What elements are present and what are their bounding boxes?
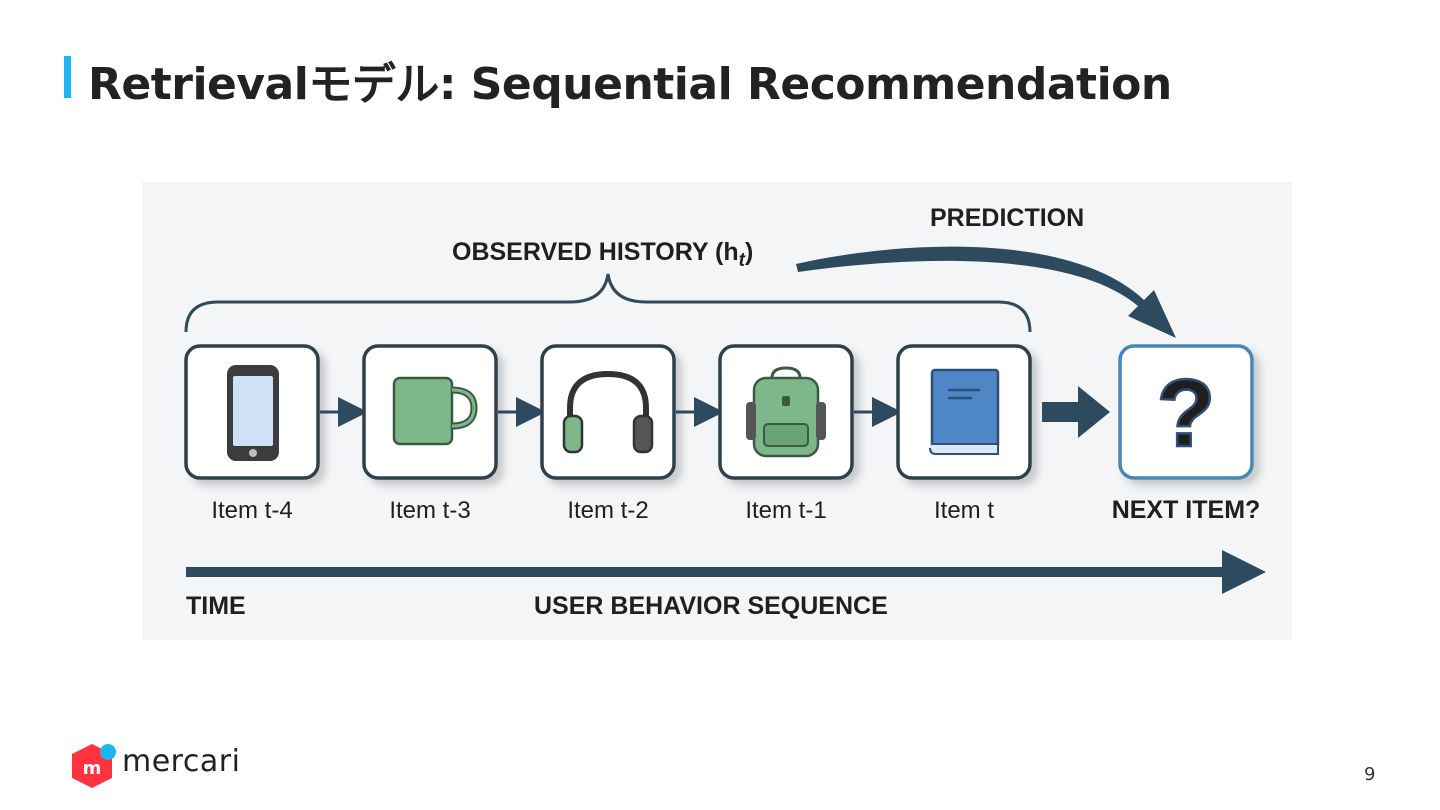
book-icon xyxy=(929,368,1000,455)
history-brace xyxy=(184,273,1032,333)
headphones-icon xyxy=(562,370,654,454)
item-label: Item t-3 xyxy=(389,497,470,524)
item-box-t-2: Item t-2 xyxy=(540,344,676,524)
title-accent-bar xyxy=(64,56,71,98)
sequential-recommendation-diagram: OBSERVED HISTORY (ht) PREDICTION Item t-… xyxy=(142,182,1292,640)
item-box-t: Item t xyxy=(896,344,1032,524)
next-item-box: ? NEXT ITEM? xyxy=(1112,344,1261,524)
backpack-icon xyxy=(746,366,826,458)
next-arrow xyxy=(1042,386,1110,438)
history-label: OBSERVED HISTORY (ht) xyxy=(452,238,753,271)
item-label: Item t xyxy=(934,497,994,524)
mug-icon xyxy=(392,376,478,446)
question-mark-icon: ? xyxy=(1157,360,1216,467)
item-label: Item t-4 xyxy=(211,497,292,524)
mercari-logo-icon: m xyxy=(72,744,116,788)
item-box-t-4: Item t-4 xyxy=(184,344,320,524)
item-box-t-3: Item t-3 xyxy=(362,344,498,524)
diagram-canvas: OBSERVED HISTORY (ht) PREDICTION Item t-… xyxy=(184,204,1266,620)
item-label: Item t-1 xyxy=(745,497,826,524)
sequence-label: USER BEHAVIOR SEQUENCE xyxy=(534,592,888,620)
prediction-label: PREDICTION xyxy=(930,204,1084,232)
brand-name: mercari xyxy=(122,744,241,779)
page-number: 9 xyxy=(1364,764,1376,785)
svg-text:m: m xyxy=(83,758,102,779)
item-box-t-1: Item t-1 xyxy=(718,344,854,524)
smartphone-icon xyxy=(227,365,279,461)
prediction-arrow xyxy=(796,246,1176,338)
timeline-arrow xyxy=(186,550,1266,594)
next-item-label: NEXT ITEM? xyxy=(1112,496,1261,524)
page-title: Retrievalモデル: Sequential Recommendation xyxy=(88,59,1172,110)
item-label: Item t-2 xyxy=(567,497,648,524)
time-label: TIME xyxy=(186,592,246,620)
